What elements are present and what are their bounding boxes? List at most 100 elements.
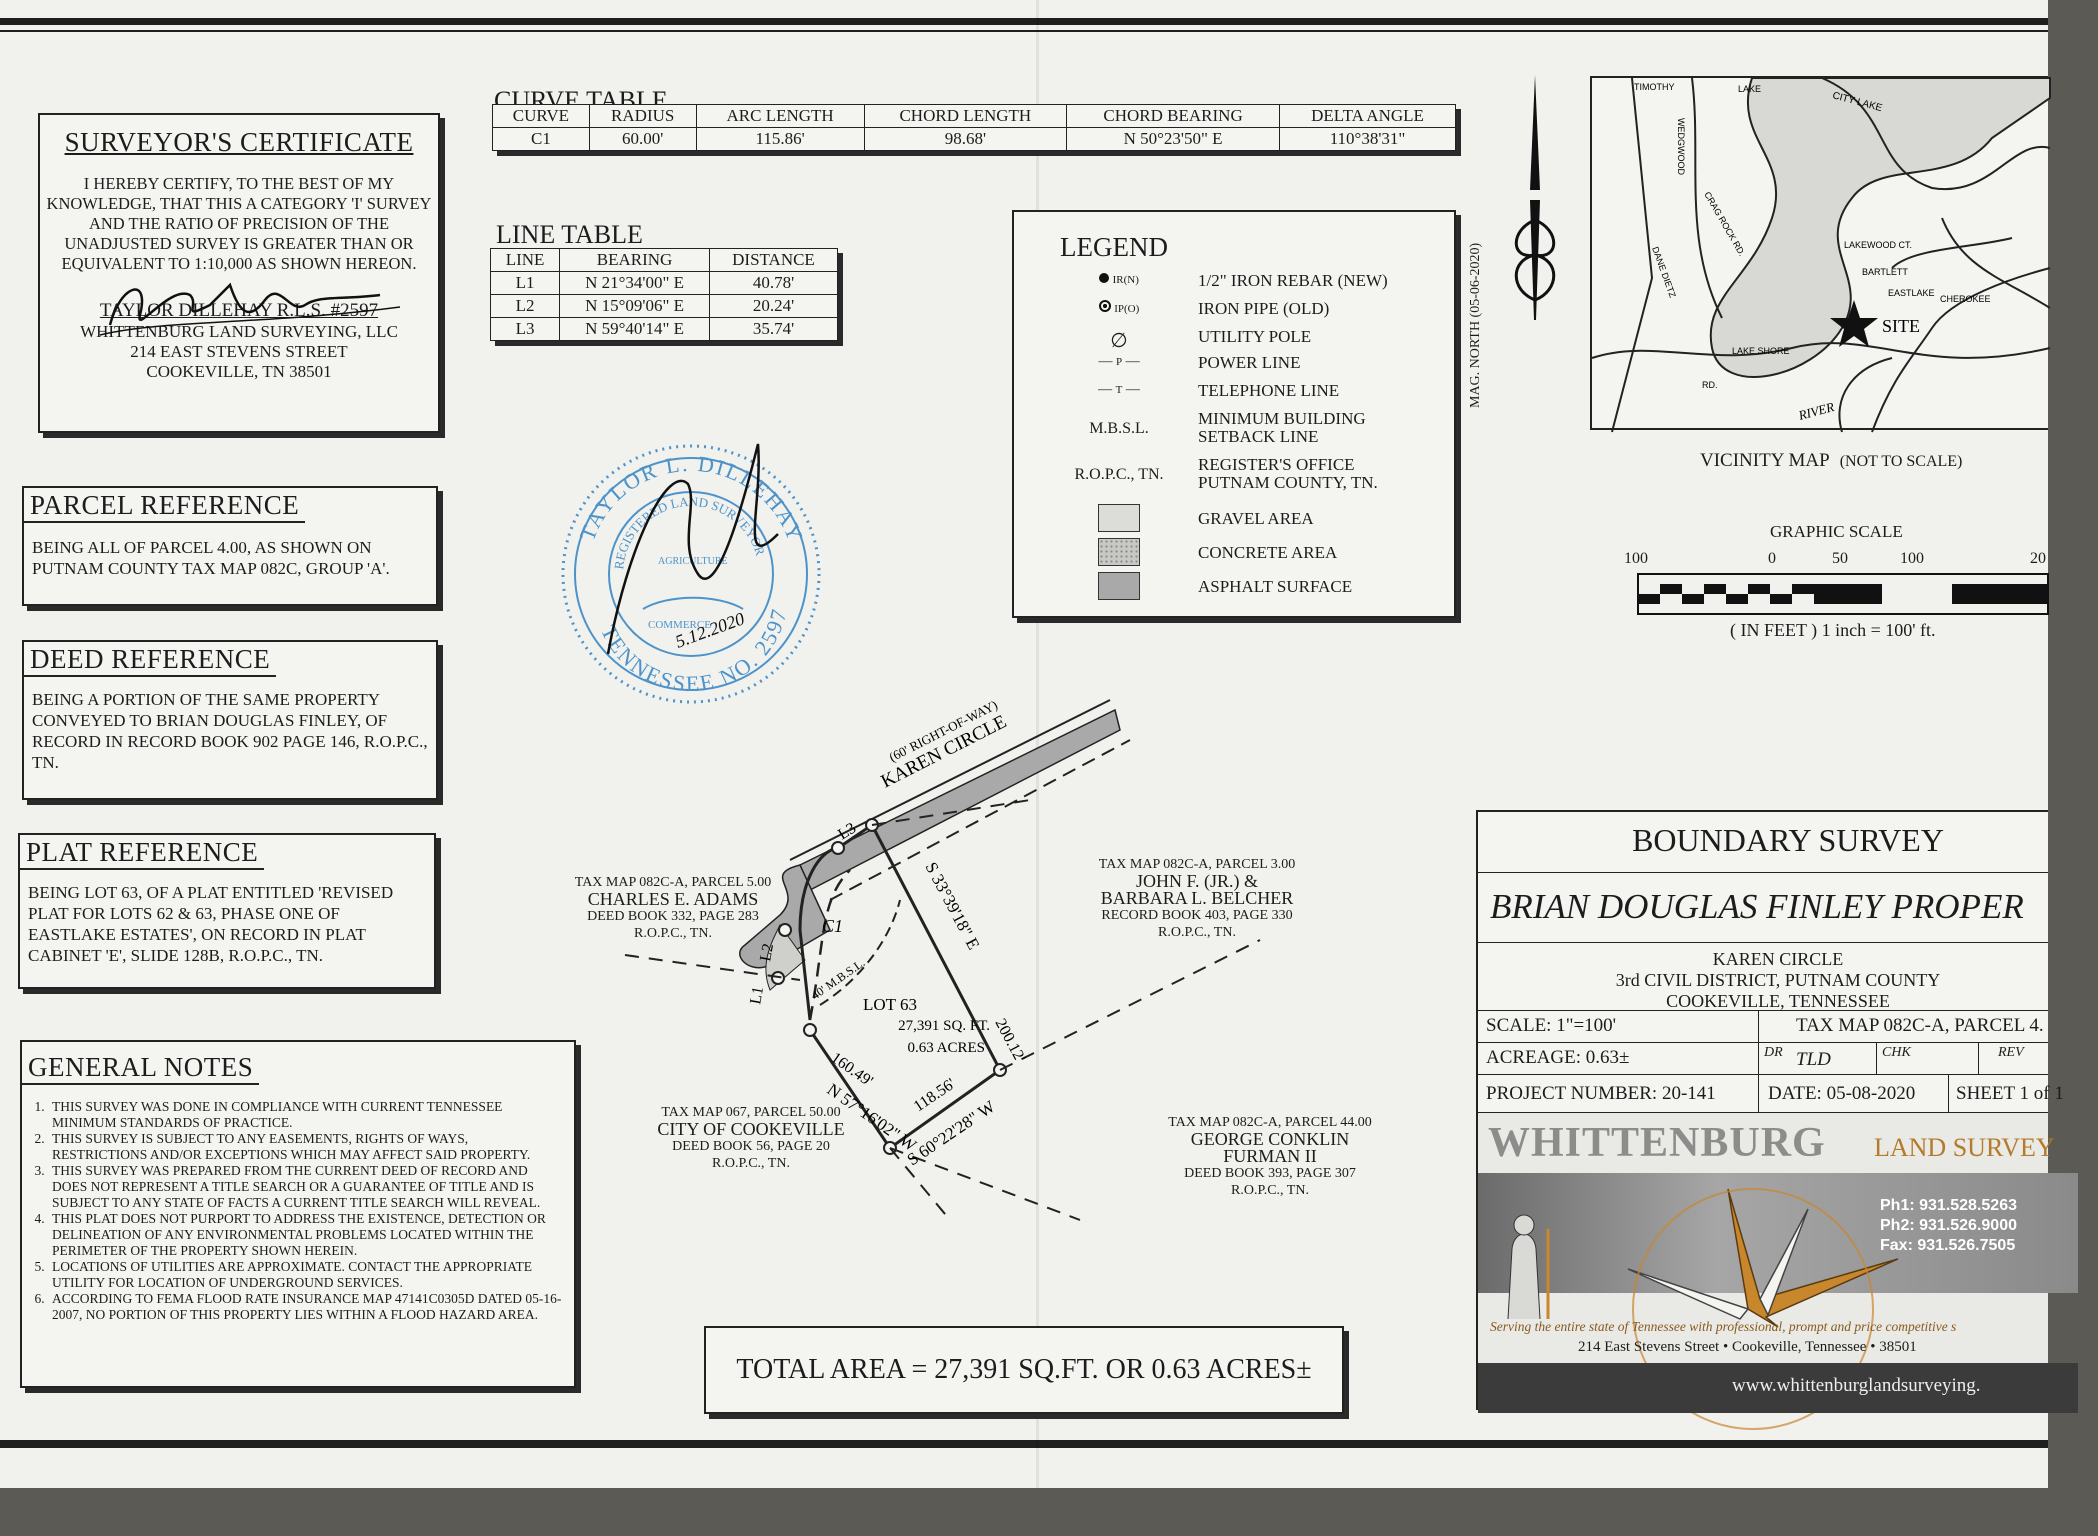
adjoiner-ropc: R.O.P.C., TN. (1231, 1183, 1309, 1198)
graphic-scale-bar (1637, 573, 2049, 615)
legend-label: 1/2" IRON REBAR (NEW) (1198, 271, 1388, 290)
adjoiner-owner: CITY OF COOKEVILLE (657, 1119, 845, 1139)
vicinity-street-label: TIMOTHY (1634, 82, 1675, 92)
adjoiner-deed: RECORD BOOK 403, PAGE 330 (1101, 908, 1293, 923)
title-block-project: PROJECT NUMBER: 20-141 (1486, 1083, 1716, 1104)
total-area-box: TOTAL AREA = 27,391 SQ.FT. OR 0.63 ACRES… (704, 1326, 1344, 1414)
adjoiner-map: TAX MAP 082C-A, PARCEL 44.00 (1168, 1115, 1372, 1130)
legend-title: LEGEND (1060, 232, 1168, 262)
title-block-date: DATE: 05-08-2020 (1768, 1083, 1916, 1104)
company-website: www.whittenburglandsurveying. (1732, 1375, 1981, 1396)
legend-label: CONCRETE AREA (1198, 543, 1338, 562)
surveyor-city: COOKEVILLE, TN 38501 (146, 362, 332, 381)
general-note: THIS SURVEY IS SUBJECT TO ANY EASEMENTS,… (48, 1131, 564, 1163)
general-note: THIS PLAT DOES NOT PURPORT TO ADDRESS TH… (48, 1211, 564, 1259)
top-border-thin (0, 30, 2048, 32)
table-cell: 35.74' (708, 317, 839, 341)
company-address: 214 East Stevens Street • Cookeville, Te… (1578, 1339, 1917, 1355)
legend-item-utility-pole: ∅ UTILITY POLE (1014, 328, 1454, 353)
general-notes-title: GENERAL NOTES (22, 1050, 260, 1085)
legend-label: POWER LINE (1198, 353, 1301, 372)
table-cell: 110°38'31" (1279, 127, 1456, 151)
table-header-cell: LINE (489, 248, 561, 272)
c1-curve (808, 869, 851, 1021)
adjoiner-belcher: TAX MAP 082C-A, PARCEL 3.00 JOHN F. (JR.… (1072, 856, 1322, 941)
graphic-scale-tick: 100 (1900, 550, 1924, 567)
vicinity-street-label: EASTLAKE (1888, 288, 1935, 298)
parcel-reference-title: PARCEL REFERENCE (24, 488, 306, 523)
title-block-location-3: COOKEVILLE, TENNESSEE (1666, 991, 1890, 1011)
vicinity-map: SITE TIMOTHY WEDGWOOD LAKE CITY LAKE CRA… (1590, 76, 2051, 433)
table-row: L3 N 59°40'14" E 35.74' (489, 317, 839, 341)
parcel-reference: PARCEL REFERENCE BEING ALL OF PARCEL 4.0… (22, 486, 438, 606)
company-fax: Fax: 931.526.7505 (1880, 1237, 2016, 1254)
table-row: C1 60.00' 115.86' 98.68' N 50°23'50" E 1… (492, 127, 1456, 151)
graphic-scale-tick: 50 (1832, 550, 1848, 567)
title-block-acreage: ACREAGE: 0.63± (1486, 1047, 1630, 1068)
title-block-sheet: SHEET 1 of 1 (1956, 1083, 2064, 1104)
plat-reference-text: BEING LOT 63, OF A PLAT ENTITLED 'REVISE… (28, 883, 394, 965)
adjoiner-ropc: R.O.P.C., TN. (634, 926, 712, 941)
site-star-icon (1830, 300, 1878, 347)
mag-north-label: MAG. NORTH (05-06-2020) (1468, 242, 1483, 408)
parcel-reference-text: BEING ALL OF PARCEL 4.00, AS SHOWN ON PU… (32, 538, 390, 578)
adjoiner-map: TAX MAP 082C-A, PARCEL 3.00 (1098, 857, 1296, 872)
l3-label: L3 (835, 820, 859, 844)
title-block-owner-row: BRIAN DOUGLAS FINLEY PROPER (1478, 872, 2048, 942)
east-distance: 200.12' (991, 1016, 1028, 1065)
site-label: SITE (1882, 316, 1920, 336)
c1-label: C1 (822, 916, 843, 936)
title-block-scale: SCALE: 1"=100' (1486, 1015, 1617, 1036)
legend-item-power-line: — P — POWER LINE (1014, 354, 1454, 378)
legend: LEGEND IR(N) 1/2" IRON REBAR (NEW) IP(O)… (1012, 210, 1456, 618)
line-table-title: LINE TABLE (496, 220, 643, 249)
adjoiner-owner: GEORGE CONKLIN (1190, 1129, 1350, 1149)
title-block-rev: REV (1998, 1045, 2024, 1060)
adjoiner-adams: TAX MAP 082C-A, PARCEL 5.00 CHARLES E. A… (548, 874, 798, 942)
top-border (0, 18, 2048, 25)
legend-item-asphalt: ASPHALT SURFACE (1014, 572, 1454, 604)
graphic-scale-tick: 0 (1768, 550, 1776, 567)
legend-item-telephone-line: — T — TELEPHONE LINE (1014, 382, 1454, 406)
vicinity-street-label: WEDGWOOD (1676, 118, 1686, 175)
general-note: ACCORDING TO FEMA FLOOD RATE INSURANCE M… (48, 1291, 564, 1323)
title-block-acreage-row: ACREAGE: 0.63± DR TLD CHK REV (1478, 1042, 2048, 1075)
mbsl-symbol: M.B.S.L. (1089, 420, 1149, 437)
table-cell: 60.00' (588, 127, 697, 151)
table-cell: N 59°40'14" E (559, 317, 710, 341)
adjoiner-owner: JOHN F. (JR.) & (1135, 871, 1259, 891)
legend-item-mbsl: M.B.S.L. MINIMUM BUILDING SETBACK LINE (1014, 410, 1454, 454)
curve-table: CURVE RADIUS ARC LENGTH CHORD LENGTH CHO… (492, 104, 1456, 151)
legend-label: GRAVEL AREA (1198, 509, 1314, 528)
vicinity-street-label: LAKE SHORE (1732, 346, 1790, 356)
legend-label: REGISTER'S OFFICE PUTNAM COUNTY, TN. (1198, 455, 1378, 492)
legend-label: MINIMUM BUILDING SETBACK LINE (1198, 409, 1366, 446)
table-header-cell: CHORD BEARING (1066, 104, 1281, 128)
table-row: L1 N 21°34'00" E 40.78' (489, 271, 839, 295)
telephone-line-symbol: — T — (1098, 382, 1140, 397)
table-header-cell: CHORD LENGTH (863, 104, 1068, 128)
deed-reference: DEED REFERENCE BEING A PORTION OF THE SA… (22, 640, 438, 800)
line-table: LINE BEARING DISTANCE L1 N 21°34'00" E 4… (489, 248, 839, 341)
total-area: TOTAL AREA = 27,391 SQ.FT. OR 0.63 ACRES… (736, 1354, 1312, 1385)
legend-item-ropc: R.O.P.C., TN. REGISTER'S OFFICE PUTNAM C… (1014, 456, 1454, 500)
deed-reference-text: BEING A PORTION OF THE SAME PROPERTY CON… (32, 690, 428, 772)
title-block-scale-row: SCALE: 1"=100' TAX MAP 082C-A, PARCEL 4. (1478, 1010, 2048, 1043)
company-phone-2: Ph2: 931.526.9000 (1880, 1217, 2017, 1234)
adjoiner-city: TAX MAP 067, PARCEL 50.00 CITY OF COOKEV… (626, 1104, 876, 1172)
vicinity-street-label: RD. (1702, 380, 1718, 390)
adjoiner-furman: TAX MAP 082C-A, PARCEL 44.00 GEORGE CONK… (1140, 1114, 1400, 1199)
legend-label: TELEPHONE LINE (1198, 381, 1340, 400)
title-block-chk: CHK (1882, 1045, 1911, 1060)
vicinity-street-label: CRAG ROCK RD. (1702, 190, 1747, 258)
ropc-symbol: R.O.P.C., TN. (1074, 466, 1164, 483)
surveyor-street: 214 EAST STEVENS STREET (130, 342, 348, 361)
iron-pipe-symbol: IP(O) (1074, 300, 1164, 317)
legend-label: ASPHALT SURFACE (1198, 577, 1353, 596)
table-header-cell: DISTANCE (708, 248, 839, 272)
adjoiner-deed: DEED BOOK 393, PAGE 307 (1184, 1166, 1356, 1181)
survey-sheet: SURVEYOR'S CERTIFICATE I HEREBY CERTIFY,… (0, 0, 2048, 1488)
asphalt-swatch (1074, 572, 1164, 605)
adjoiner-owner: BARBARA L. BELCHER (1100, 888, 1294, 908)
adjoiner-ropc: R.O.P.C., TN. (1158, 925, 1236, 940)
